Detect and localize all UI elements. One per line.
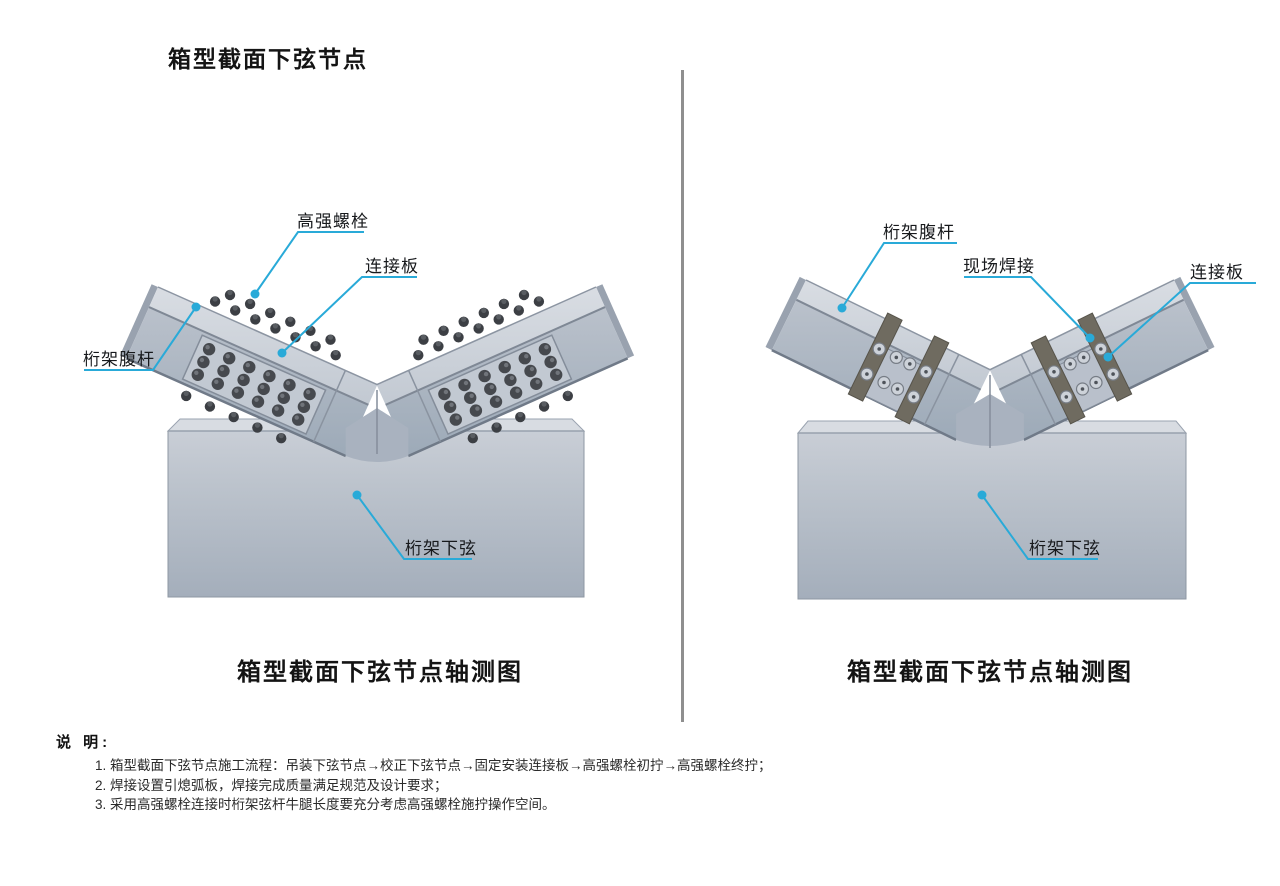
notes-block: 说 明: 1. 箱型截面下弦节点施工流程：吊装下弦节点→校正下弦节点→固定安装连… (56, 731, 772, 815)
leader-dot (1103, 352, 1113, 362)
note-line-1: 1. 箱型截面下弦节点施工流程：吊装下弦节点→校正下弦节点→固定安装连接板→高强… (95, 758, 772, 773)
notes-heading: 说 明: (56, 734, 112, 751)
left-leader-lines (84, 231, 472, 560)
label-high-strength-bolts: 高强螺栓 (297, 212, 369, 231)
leader-dot (277, 348, 287, 358)
label-site-weld: 现场焊接 (963, 257, 1035, 276)
label-truss-web-right: 桁架腹杆 (883, 223, 955, 242)
note-line-2: 2. 焊接设置引熄弧板，焊接完成质量满足规范及设计要求； (95, 777, 448, 793)
left-diagram (84, 231, 634, 598)
right-diagram (766, 242, 1256, 600)
leader-chord (356, 494, 472, 560)
left-gusset (345, 390, 409, 462)
left-diagram-caption: 箱型截面下弦节点轴测图 (237, 659, 523, 686)
leader-web (84, 306, 197, 371)
leader-dot (1085, 333, 1095, 343)
left-leader-dots (191, 289, 362, 500)
label-truss-web-left: 桁架腹杆 (83, 350, 155, 369)
right-leader-dots (837, 303, 1113, 500)
leader-bolts (254, 231, 364, 295)
right-diagram-caption: 箱型截面下弦节点轴测图 (847, 659, 1133, 686)
label-connection-plate-left: 连接板 (365, 257, 419, 276)
leader-dot (250, 289, 260, 299)
leader-web (841, 242, 957, 309)
leader-dot (977, 490, 987, 500)
right-gusset (956, 375, 1024, 448)
right-lower-chord-beam (796, 420, 1188, 600)
label-connection-plate-right: 连接板 (1190, 263, 1244, 282)
leader-dot (352, 490, 362, 500)
label-lower-chord-left: 桁架下弦 (405, 539, 477, 558)
label-lower-chord-right: 桁架下弦 (1029, 539, 1101, 558)
leader-dot (191, 302, 201, 312)
leader-chord (981, 494, 1098, 560)
leader-weld (964, 276, 1091, 339)
leader-dot (837, 303, 847, 313)
leader-plate (1107, 282, 1256, 358)
vertical-divider (681, 70, 684, 722)
page-title: 箱型截面下弦节点 (168, 46, 368, 72)
leader-plate (281, 276, 417, 354)
note-line-3: 3. 采用高强螺栓连接时桁架弦杆牛腿长度要充分考虑高强螺栓施拧操作空间。 (95, 797, 556, 812)
notes-items: 1. 箱型截面下弦节点施工流程：吊装下弦节点→校正下弦节点→固定安装连接板→高强… (95, 756, 772, 815)
right-leader-lines (841, 242, 1256, 560)
